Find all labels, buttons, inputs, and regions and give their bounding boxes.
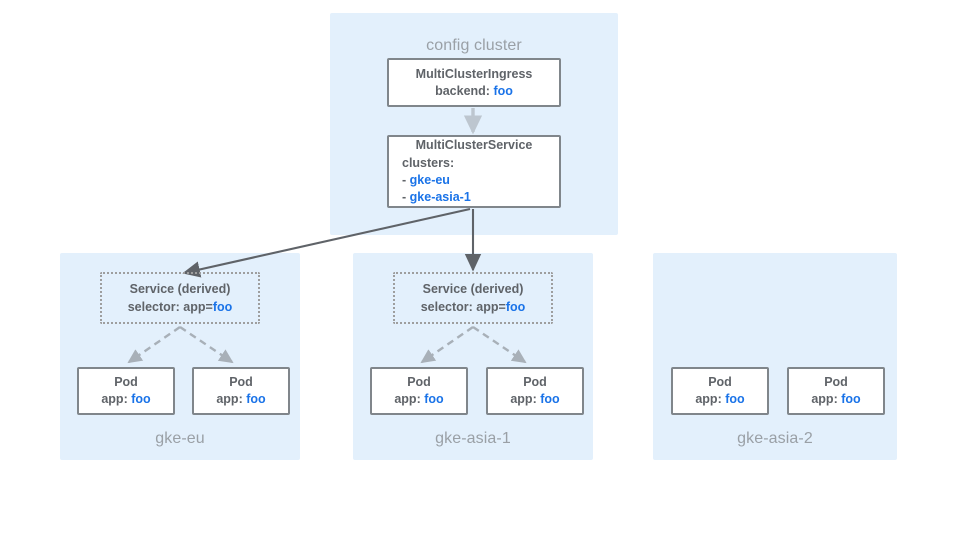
mcs-cluster-item-gke-asia-1: - gke-asia-1 bbox=[389, 189, 559, 206]
svc-title: Service (derived) bbox=[129, 282, 231, 296]
pod-app-field: app: foo bbox=[673, 391, 767, 408]
node-pod[interactable]: Pod app: foo bbox=[486, 367, 584, 415]
pod-title: Pod bbox=[229, 375, 253, 389]
svc-selector-label: selector: app= bbox=[127, 300, 213, 314]
node-pod[interactable]: Pod app: foo bbox=[671, 367, 769, 415]
mcs-cluster-item-gke-eu: - gke-eu bbox=[389, 172, 559, 189]
pod-app-field: app: foo bbox=[79, 391, 173, 408]
pod-title: Pod bbox=[114, 375, 138, 389]
pod-app-label: app: bbox=[510, 392, 537, 406]
svc-selector-value: foo bbox=[212, 300, 233, 314]
mci-backend-value: foo bbox=[493, 83, 513, 98]
svc-selector: selector: app=foo bbox=[395, 298, 551, 316]
pod-app-label: app: bbox=[811, 392, 838, 406]
pod-title: Pod bbox=[407, 375, 431, 389]
panel-title-gke-asia-1: gke-asia-1 bbox=[435, 430, 511, 447]
pod-app-value: foo bbox=[131, 392, 151, 406]
pod-app-label: app: bbox=[216, 392, 243, 406]
pod-app-value: foo bbox=[725, 392, 745, 406]
mcs-cluster-value: gke-eu bbox=[409, 173, 450, 187]
pod-title: Pod bbox=[523, 375, 547, 389]
mcs-clusters-label: clusters: bbox=[402, 156, 455, 170]
pod-app-field: app: foo bbox=[194, 391, 288, 408]
pod-app-label: app: bbox=[394, 392, 421, 406]
pod-app-value: foo bbox=[246, 392, 266, 406]
node-pod[interactable]: Pod app: foo bbox=[77, 367, 175, 415]
panel-title-config-cluster: config cluster bbox=[426, 37, 522, 54]
node-derived-service-gke-asia-1[interactable]: Service (derived) selector: app=foo bbox=[393, 272, 553, 324]
pod-app-field: app: foo bbox=[789, 391, 883, 408]
mcs-cluster-value: gke-asia-1 bbox=[409, 190, 471, 204]
mcs-bullet: - bbox=[402, 190, 407, 204]
svc-selector: selector: app=foo bbox=[102, 298, 258, 316]
svc-title: Service (derived) bbox=[422, 282, 524, 296]
node-pod[interactable]: Pod app: foo bbox=[787, 367, 885, 415]
panel-cluster-gke-asia-2: gke-asia-2 bbox=[653, 253, 897, 460]
mci-backend-field: backend: foo bbox=[389, 83, 559, 100]
pod-app-field: app: foo bbox=[372, 391, 466, 408]
node-pod[interactable]: Pod app: foo bbox=[370, 367, 468, 415]
svc-selector-label: selector: app= bbox=[420, 300, 506, 314]
pod-title: Pod bbox=[824, 375, 848, 389]
mci-title: MultiClusterIngress bbox=[415, 66, 533, 81]
panel-title-gke-asia-2: gke-asia-2 bbox=[737, 430, 813, 447]
pod-app-label: app: bbox=[695, 392, 722, 406]
pod-app-value: foo bbox=[424, 392, 444, 406]
mcs-title: MultiClusterService bbox=[415, 138, 533, 152]
panel-cluster-gke-asia-1: gke-asia-1 bbox=[353, 253, 593, 460]
mci-backend-label: backend: bbox=[435, 83, 490, 98]
panel-title-gke-eu: gke-eu bbox=[155, 430, 205, 447]
mcs-bullet: - bbox=[402, 173, 407, 187]
pod-title: Pod bbox=[708, 375, 732, 389]
node-pod[interactable]: Pod app: foo bbox=[192, 367, 290, 415]
pod-app-label: app: bbox=[101, 392, 128, 406]
svc-selector-value: foo bbox=[505, 300, 526, 314]
node-multiclusteringress[interactable]: MultiClusterIngress backend: foo bbox=[387, 58, 561, 107]
node-derived-service-gke-eu[interactable]: Service (derived) selector: app=foo bbox=[100, 272, 260, 324]
node-multiclusterservice[interactable]: MultiClusterService clusters: - gke-eu -… bbox=[387, 135, 561, 208]
pod-app-value: foo bbox=[841, 392, 861, 406]
pod-app-field: app: foo bbox=[488, 391, 582, 408]
pod-app-value: foo bbox=[540, 392, 560, 406]
